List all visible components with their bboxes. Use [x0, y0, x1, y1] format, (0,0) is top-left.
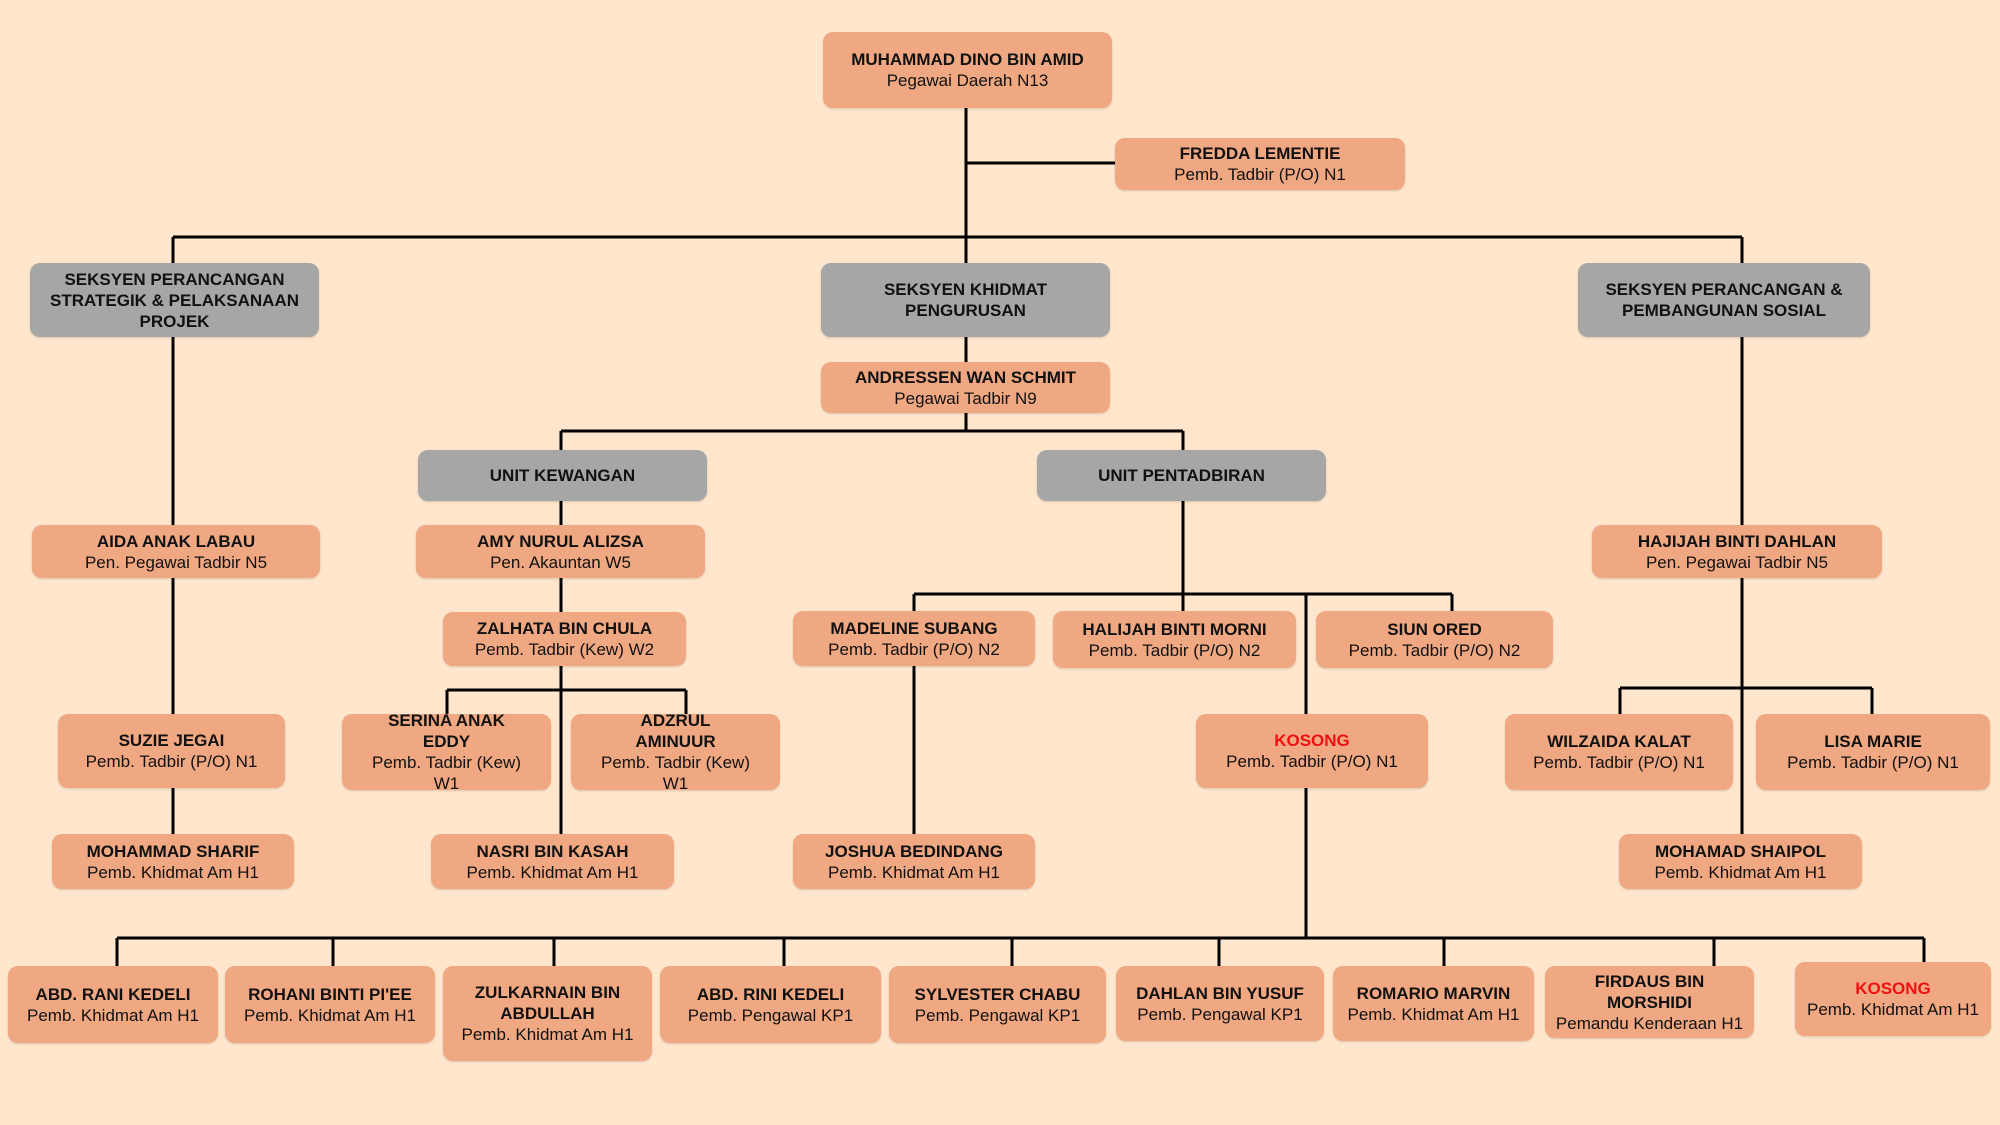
- person-box[interactable]: SYLVESTER CHABU Pemb. Pengawal KP1: [889, 966, 1106, 1043]
- person-name: WILZAIDA KALAT: [1547, 732, 1691, 751]
- section-label: SEKSYEN KHIDMAT PENGURUSAN: [883, 280, 1048, 320]
- person-title: Pemb. Tadbir (Kew) W2: [474, 640, 655, 659]
- person-title: Pemb. Tadbir (Kew) W1: [601, 753, 750, 793]
- person-box[interactable]: MOHAMAD SHAIPOL Pemb. Khidmat Am H1: [1619, 834, 1862, 889]
- assistant-box[interactable]: FREDDA LEMENTIE Pemb. Tadbir (P/O) N1: [1115, 138, 1405, 190]
- person-title: Pegawai Daerah N13: [886, 71, 1049, 90]
- person-name: DAHLAN BIN YUSUF: [1136, 983, 1304, 1003]
- person-name: AIDA ANAK LABAU: [96, 531, 256, 551]
- section-khidmat[interactable]: SEKSYEN KHIDMAT PENGURUSAN: [821, 263, 1110, 337]
- person-name: MOHAMAD SHAIPOL: [1655, 841, 1826, 861]
- person-box[interactable]: SUZIE JEGAI Pemb. Tadbir (P/O) N1: [58, 714, 285, 788]
- person-name: SERINA ANAK EDDY: [388, 711, 505, 751]
- person-title: Pen. Pegawai Tadbir N5: [1645, 552, 1829, 572]
- person-title: Pemb. Khidmat Am H1: [1347, 1004, 1520, 1024]
- unit-pentadbiran[interactable]: UNIT PENTADBIRAN: [1037, 450, 1326, 501]
- person-box[interactable]: SIUN ORED Pemb. Tadbir (P/O) N2: [1316, 611, 1553, 668]
- person-name: LISA MARIE: [1824, 732, 1922, 751]
- person-box[interactable]: LISA MARIE Pemb. Tadbir (P/O) N1: [1756, 714, 1990, 790]
- person-box[interactable]: SERINA ANAK EDDY Pemb. Tadbir (Kew) W1: [342, 711, 551, 793]
- person-box[interactable]: ABD. RANI KEDELI Pemb. Khidmat Am H1: [8, 966, 218, 1043]
- person-title: Pemb. Tadbir (P/O) N2: [1348, 640, 1521, 660]
- person-name: SUZIE JEGAI: [118, 731, 225, 750]
- section-label: SEKSYEN PERANCANGAN & PEMBANGUNAN SOSIAL: [1605, 280, 1843, 320]
- person-title: Pemb. Khidmat Am H1: [461, 1025, 634, 1044]
- person-title: Pemb. Tadbir (P/O) N1: [1787, 753, 1959, 772]
- person-box[interactable]: AIDA ANAK LABAU Pen. Pegawai Tadbir N5: [32, 525, 320, 578]
- person-title: Pemb. Tadbir (P/O) N2: [828, 639, 1000, 659]
- person-box[interactable]: ABD. RINI KEDELI Pemb. Pengawal KP1: [660, 966, 881, 1043]
- person-box[interactable]: JOSHUA BEDINDANG Pemb. Khidmat Am H1: [793, 834, 1035, 889]
- person-name: FIRDAUS BIN MORSHIDI: [1594, 971, 1705, 1012]
- person-title: Pemb. Tadbir (Kew) W1: [372, 753, 521, 793]
- vacant-box[interactable]: KOSONG Pemb. Tadbir (P/O) N1: [1196, 714, 1428, 788]
- person-box[interactable]: DAHLAN BIN YUSUF Pemb. Pengawal KP1: [1116, 966, 1324, 1041]
- person-name: SYLVESTER CHABU: [914, 984, 1081, 1004]
- unit-label: UNIT PENTADBIRAN: [1098, 466, 1265, 485]
- person-title: Pemb. Tadbir (P/O) N1: [1533, 753, 1705, 772]
- person-title: Pemb. Khidmat Am H1: [27, 1005, 199, 1025]
- person-name: JOSHUA BEDINDANG: [825, 841, 1003, 861]
- section-sosial[interactable]: SEKSYEN PERANCANGAN & PEMBANGUNAN SOSIAL: [1578, 263, 1870, 337]
- person-box[interactable]: AMY NURUL ALIZSA Pen. Akauntan W5: [416, 525, 705, 578]
- person-name: MOHAMMAD SHARIF: [86, 841, 260, 861]
- person-title: Pemb. Tadbir (P/O) N1: [1174, 165, 1346, 184]
- vacant-label: KOSONG: [1274, 731, 1350, 750]
- person-box[interactable]: HAJIJAH BINTI DAHLAN Pen. Pegawai Tadbir…: [1592, 525, 1882, 578]
- person-box[interactable]: ZULKARNAIN BIN ABDULLAH Pemb. Khidmat Am…: [443, 966, 652, 1061]
- person-title: Pemb. Pengawal KP1: [1137, 1004, 1303, 1024]
- section-label: SEKSYEN PERANCANGAN STRATEGIK & PELAKSAN…: [49, 269, 300, 331]
- person-box[interactable]: ROMARIO MARVIN Pemb. Khidmat Am H1: [1333, 966, 1534, 1041]
- person-box[interactable]: ADZRUL AMINUUR Pemb. Tadbir (Kew) W1: [571, 711, 780, 793]
- person-title: Pemb. Khidmat Am H1: [1807, 1000, 1979, 1019]
- person-box[interactable]: ZALHATA BIN CHULA Pemb. Tadbir (Kew) W2: [443, 612, 686, 666]
- person-title: Pemb. Pengawal KP1: [687, 1005, 854, 1025]
- person-title: Pegawai Tadbir N9: [894, 388, 1037, 408]
- person-name: ABD. RINI KEDELI: [696, 984, 845, 1004]
- person-box[interactable]: FIRDAUS BIN MORSHIDI Pemandu Kenderaan H…: [1545, 966, 1754, 1038]
- person-box[interactable]: ROHANI BINTI PI'EE Pemb. Khidmat Am H1: [225, 966, 435, 1043]
- person-name: HAJIJAH BINTI DAHLAN: [1637, 531, 1837, 551]
- person-name: ZULKARNAIN BIN ABDULLAH: [474, 983, 621, 1023]
- person-name: MADELINE SUBANG: [830, 618, 998, 638]
- person-name: AMY NURUL ALIZSA: [477, 531, 644, 551]
- person-title: Pemb. Tadbir (P/O) N1: [1226, 752, 1398, 771]
- person-box[interactable]: MADELINE SUBANG Pemb. Tadbir (P/O) N2: [793, 611, 1035, 666]
- unit-kewangan[interactable]: UNIT KEWANGAN: [418, 450, 707, 501]
- person-name: ROHANI BINTI PI'EE: [248, 984, 412, 1004]
- person-title: Pemb. Tadbir (P/O) N1: [85, 752, 258, 771]
- person-box[interactable]: NASRI BIN KASAH Pemb. Khidmat Am H1: [431, 834, 674, 889]
- section-strategik[interactable]: SEKSYEN PERANCANGAN STRATEGIK & PELAKSAN…: [30, 263, 319, 337]
- person-box[interactable]: MOHAMMAD SHARIF Pemb. Khidmat Am H1: [52, 834, 294, 889]
- person-name: ZALHATA BIN CHULA: [476, 619, 653, 638]
- person-name: ADZRUL AMINUUR: [635, 711, 716, 751]
- person-title: Pemb. Khidmat Am H1: [828, 862, 1000, 882]
- person-name: ROMARIO MARVIN: [1356, 983, 1511, 1003]
- person-box[interactable]: WILZAIDA KALAT Pemb. Tadbir (P/O) N1: [1505, 714, 1733, 790]
- person-title: Pemb. Khidmat Am H1: [466, 862, 639, 882]
- person-title: Pemb. Tadbir (P/O) N2: [1088, 640, 1261, 660]
- person-name: NASRI BIN KASAH: [476, 841, 629, 861]
- person-title: Pen. Akauntan W5: [490, 552, 631, 572]
- vacant-label: KOSONG: [1855, 979, 1931, 998]
- person-title: Pen. Pegawai Tadbir N5: [84, 552, 268, 572]
- person-name: ABD. RANI KEDELI: [35, 984, 191, 1004]
- person-name: HALIJAH BINTI MORNI: [1082, 619, 1267, 639]
- person-title: Pemandu Kenderaan H1: [1555, 1013, 1744, 1033]
- unit-label: UNIT KEWANGAN: [489, 466, 636, 485]
- person-name: ANDRESSEN WAN SCHMIT: [854, 367, 1076, 387]
- person-title: Pemb. Khidmat Am H1: [87, 862, 259, 882]
- person-name: FREDDA LEMENTIE: [1179, 144, 1341, 163]
- person-box[interactable]: HALIJAH BINTI MORNI Pemb. Tadbir (P/O) N…: [1053, 611, 1296, 668]
- head-box[interactable]: MUHAMMAD DINO BIN AMID Pegawai Daerah N1…: [823, 32, 1112, 108]
- person-name: SIUN ORED: [1387, 619, 1482, 639]
- person-title: Pemb. Khidmat Am H1: [1654, 862, 1827, 882]
- person-title: Pemb. Khidmat Am H1: [244, 1005, 416, 1025]
- person-box[interactable]: ANDRESSEN WAN SCHMIT Pegawai Tadbir N9: [821, 362, 1110, 413]
- vacant-box[interactable]: KOSONG Pemb. Khidmat Am H1: [1795, 962, 1991, 1036]
- person-name: MUHAMMAD DINO BIN AMID: [851, 50, 1084, 69]
- person-title: Pemb. Pengawal KP1: [914, 1005, 1081, 1025]
